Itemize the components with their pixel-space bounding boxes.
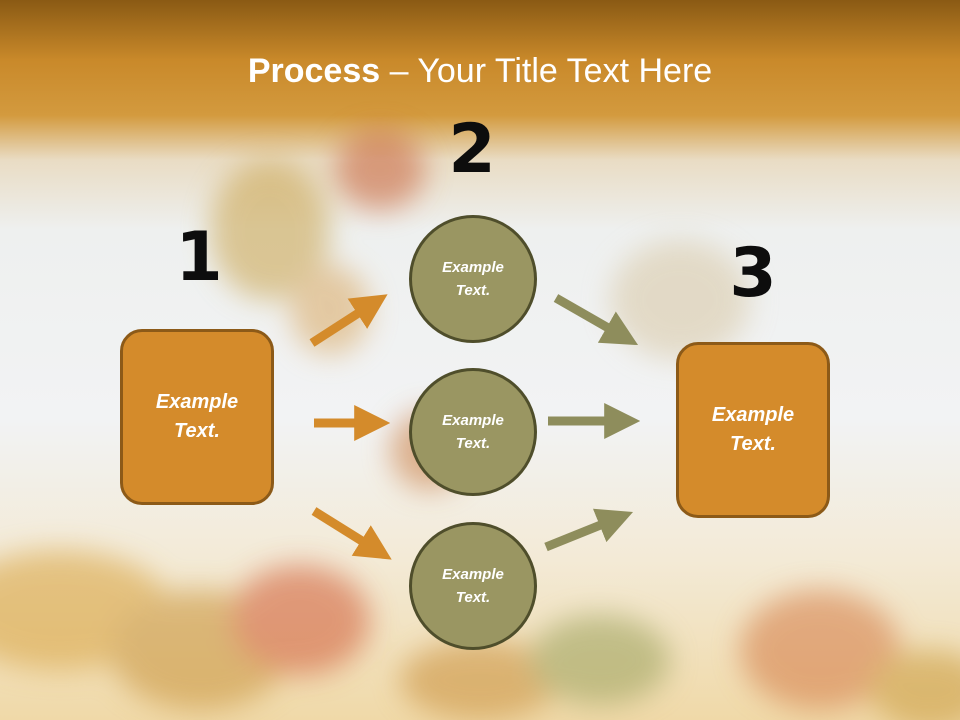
step-3-number: 3 <box>729 234 777 313</box>
title-bold: Process <box>247 52 381 90</box>
title-rest: – Your Title Text Here <box>380 52 713 90</box>
step-3-box-label: Example Text. <box>711 404 795 455</box>
step-3-box[interactable]: Example Text. <box>676 342 830 518</box>
step-2-circle-middle-label: Example Text. <box>442 412 504 452</box>
step-1-box-label: Example Text. <box>155 391 239 442</box>
slide-title: Process – Your Title Text Here <box>0 52 960 91</box>
step-1-box[interactable]: Example Text. <box>120 329 274 505</box>
step-2-circle-middle[interactable]: Example Text. <box>409 368 537 496</box>
step-2-circle-top-label: Example Text. <box>442 259 504 299</box>
step-2-number: 2 <box>448 110 496 189</box>
step-2-circle-bottom-label: Example Text. <box>442 566 504 606</box>
step-2-circle-top[interactable]: Example Text. <box>409 215 537 343</box>
step-1-number: 1 <box>175 218 223 297</box>
step-2-circle-bottom[interactable]: Example Text. <box>409 522 537 650</box>
